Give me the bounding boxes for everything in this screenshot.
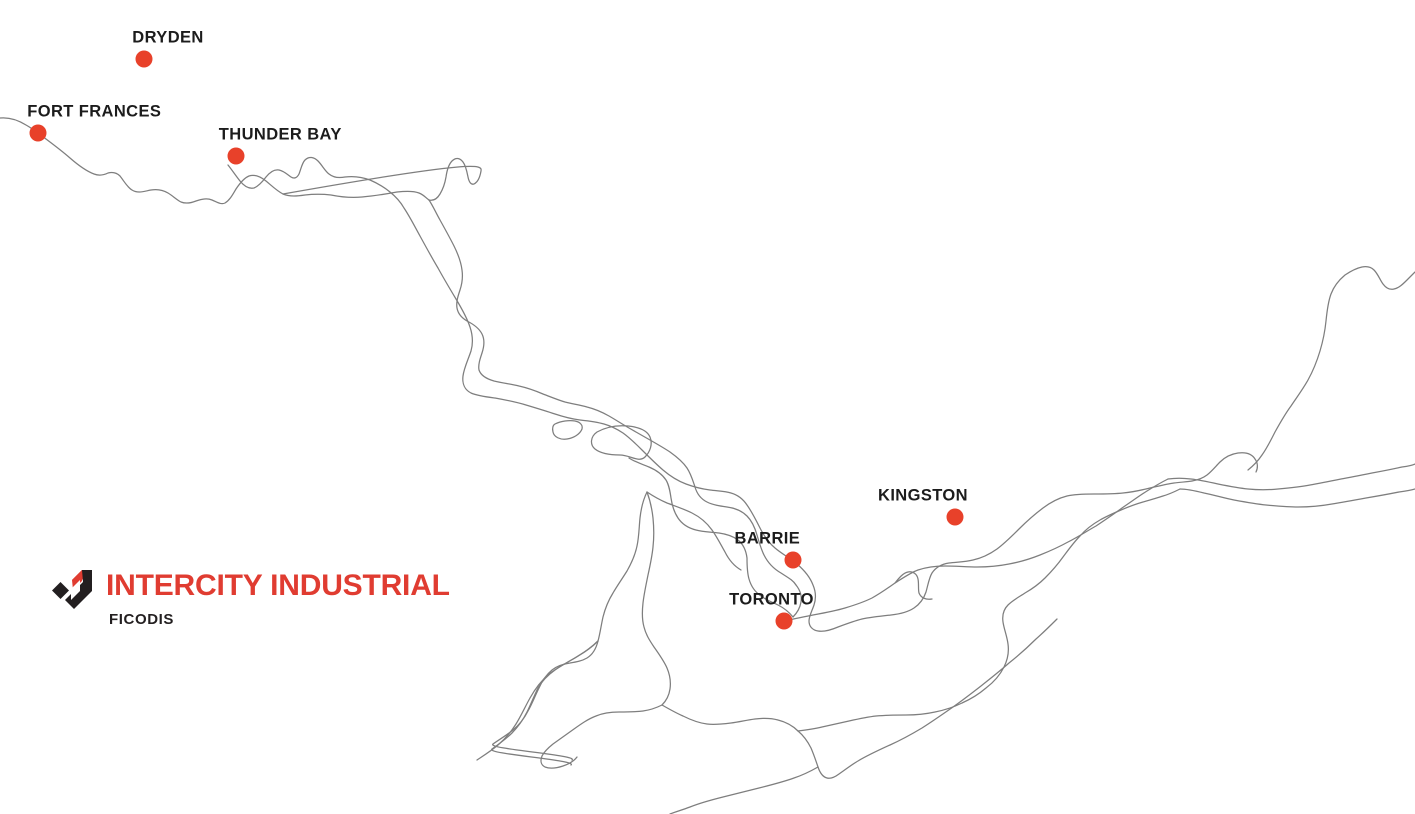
coastline-lake-ontario-north xyxy=(784,479,1168,621)
intercity-diamond-arrow-logo-icon xyxy=(52,570,92,609)
coastline-georgian-bay-north xyxy=(429,200,796,585)
coastline-st-lawrence-south xyxy=(1180,489,1415,507)
island-manitoulin xyxy=(591,426,651,459)
coastline-bruce-peninsula xyxy=(642,492,670,705)
coastline-lake-erie-north xyxy=(662,705,798,731)
city-dot-kingston[interactable] xyxy=(946,508,964,526)
coastline-thunder-bay-headland xyxy=(283,158,481,200)
coastline-lake-huron-east xyxy=(493,492,647,760)
city-label-fort-frances: FORT FRANCES xyxy=(27,102,162,121)
coastline-erie-south-shore xyxy=(798,619,1057,778)
coastline-bay-of-quinte-notch xyxy=(895,572,932,599)
brand-name: INTERCITY INDUSTRIAL xyxy=(106,569,450,602)
coastline-north-shield-ne xyxy=(1192,453,1257,481)
coastline-huron-westlobe xyxy=(541,705,662,768)
city-dot-fort-frances[interactable] xyxy=(29,124,47,142)
brand-subtitle: FICODIS xyxy=(109,611,175,628)
city-label-kingston: KINGSTON xyxy=(878,486,968,505)
coastline-bruce-inner xyxy=(647,492,741,570)
city-dot-barrie[interactable] xyxy=(784,551,802,569)
coastline-southwest-ontario xyxy=(477,641,598,760)
brand-text-block: INTERCITY INDUSTRIAL FICODIS xyxy=(106,565,450,628)
city-label-thunder-bay: THUNDER BAY xyxy=(218,125,342,144)
city-dot-toronto[interactable] xyxy=(775,612,793,630)
coastline-lake-superior-north xyxy=(0,118,429,204)
coastline-lake-ontario-south xyxy=(798,489,1180,731)
coastline-st-lawrence-north xyxy=(1168,464,1415,490)
city-label-barrie: BARRIE xyxy=(734,529,801,548)
coastline-georgian-bay-east xyxy=(793,585,801,617)
coastline-eastern-ridge xyxy=(1248,267,1415,470)
city-dot-thunder-bay[interactable] xyxy=(227,147,245,165)
coastline-southwest-tail xyxy=(670,767,818,814)
city-label-toronto: TORONTO xyxy=(729,590,814,609)
city-label-dryden: DRYDEN xyxy=(132,28,204,47)
coastline-nottawasaga-bay xyxy=(629,458,793,617)
island-cockburn xyxy=(553,421,583,440)
brand-lockup: INTERCITY INDUSTRIAL FICODIS xyxy=(52,565,450,627)
coastline-thunder-bay-bays xyxy=(228,157,1192,631)
city-dot-dryden[interactable] xyxy=(135,50,153,68)
